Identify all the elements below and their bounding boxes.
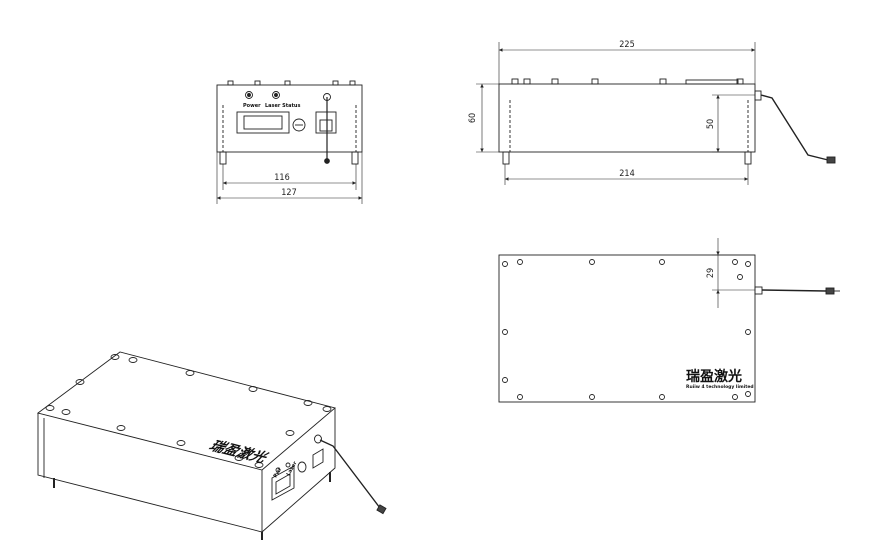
front-panel-body bbox=[216, 84, 363, 153]
display-screen bbox=[243, 115, 283, 130]
side-view bbox=[476, 42, 836, 185]
iso-knob-icon bbox=[297, 461, 307, 473]
fiber-connector-top bbox=[754, 286, 763, 295]
side-panel-body bbox=[498, 83, 756, 153]
iso-fiber-port-icon bbox=[314, 434, 322, 444]
fiber-cable-top bbox=[761, 289, 827, 292]
iso-screws bbox=[45, 354, 332, 468]
iso-display bbox=[271, 465, 295, 501]
iso-fiber-cable bbox=[319, 439, 381, 509]
iso-right-face bbox=[261, 408, 336, 533]
front-foot-right bbox=[351, 151, 359, 165]
power-label: Power bbox=[243, 103, 261, 109]
side-foot-left bbox=[502, 151, 510, 165]
fiber-connector bbox=[754, 90, 762, 101]
front-top-nub bbox=[254, 80, 261, 86]
front-top-nub bbox=[332, 80, 339, 86]
brand-logo-top: 瑞盈激光 bbox=[686, 368, 742, 385]
front-foot-left bbox=[219, 151, 227, 165]
iso-switch bbox=[312, 448, 324, 469]
dim-text-29: 29 bbox=[706, 268, 716, 278]
iso-top-face bbox=[36, 351, 336, 471]
top-panel-body bbox=[498, 254, 756, 403]
brand-subtitle-top: Ruiiw 4 technology limited bbox=[686, 384, 754, 390]
dim-text-225: 225 bbox=[619, 40, 634, 50]
dim-text-214: 214 bbox=[619, 169, 634, 179]
laser-status-label: Laser Status bbox=[265, 103, 300, 109]
screw-holes bbox=[502, 259, 751, 400]
front-top-nub bbox=[284, 80, 291, 86]
display-frame bbox=[236, 111, 290, 134]
iso-power-label: Pwr bbox=[273, 466, 284, 479]
dim-text-127: 127 bbox=[281, 188, 296, 198]
top-view bbox=[498, 238, 840, 403]
brand-logo-iso: 瑞盈激光 bbox=[205, 438, 273, 465]
power-led-icon bbox=[245, 91, 253, 99]
side-foot-right bbox=[744, 151, 752, 165]
front-top-nub bbox=[227, 80, 234, 86]
laser-status-led-icon bbox=[272, 91, 280, 99]
front-view bbox=[216, 80, 363, 204]
dim-text-116: 116 bbox=[274, 173, 289, 183]
dim-text-50: 50 bbox=[706, 119, 716, 129]
iso-front-face bbox=[37, 413, 263, 533]
front-top-nub bbox=[349, 80, 356, 86]
isometric-view bbox=[36, 351, 387, 540]
fiber-cable bbox=[760, 94, 829, 161]
key-switch bbox=[315, 111, 337, 134]
knob-icon bbox=[292, 118, 306, 132]
dim-text-60: 60 bbox=[468, 113, 478, 123]
